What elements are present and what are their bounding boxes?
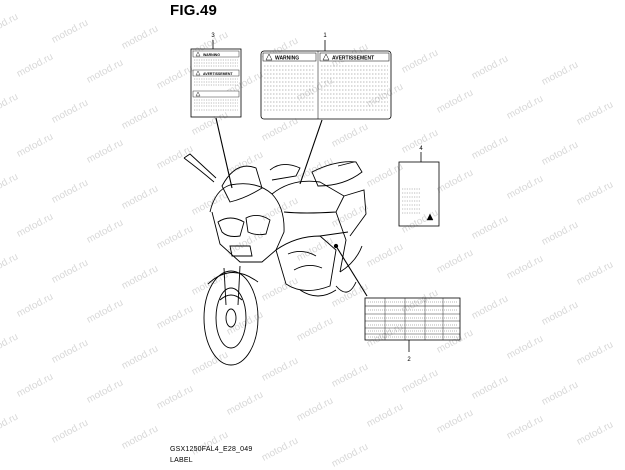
label-2-sticker (364, 297, 461, 352)
callout-1: 1 (323, 33, 327, 39)
motorcycle-illustration (183, 153, 367, 366)
label-1-avertissement-heading: AVERTISSEMENT (332, 56, 374, 62)
label-1-sticker (260, 40, 392, 120)
label-3-warning-heading: WARNING (203, 53, 220, 57)
callout-3: 3 (211, 33, 215, 39)
callout-2: 2 (407, 357, 411, 363)
label-1-warning-heading: WARNING (275, 56, 299, 62)
callout-4: 4 (419, 146, 423, 152)
label-3-avertissement-heading: AVERTISSEMENT (203, 72, 233, 76)
label-3-sticker (190, 40, 242, 118)
figure-caption: LABEL (170, 457, 193, 464)
leader-lines (215, 117, 368, 297)
figure-title: FIG.49 (170, 2, 218, 19)
label-4-sticker (398, 152, 440, 227)
figure-code: GSX1250FAL4_E28_049 (170, 446, 253, 453)
